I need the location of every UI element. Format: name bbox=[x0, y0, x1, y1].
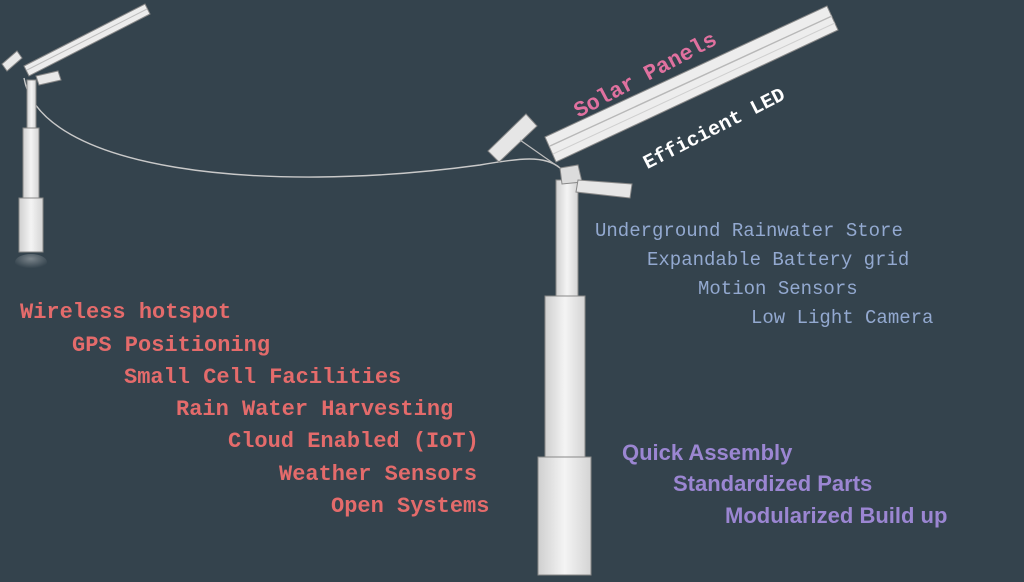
distant-pole bbox=[1, 3, 151, 270]
feature-rain-water-harvesting: Rain Water Harvesting bbox=[176, 397, 454, 422]
solar-panel bbox=[544, 5, 839, 163]
feature-quick-assembly: Quick Assembly bbox=[622, 440, 793, 465]
feature-weather-sensors: Weather Sensors bbox=[279, 462, 478, 487]
feature-open-systems: Open Systems bbox=[331, 494, 490, 519]
feature-small-cell: Small Cell Facilities bbox=[124, 365, 402, 390]
feature-motion-sensors: Motion Sensors bbox=[698, 278, 858, 300]
feature-cloud-enabled: Cloud Enabled (IoT) bbox=[228, 429, 479, 454]
feature-modularized-build: Modularized Build up bbox=[725, 503, 948, 528]
feature-low-light-camera: Low Light Camera bbox=[751, 307, 934, 329]
feature-wireless-hotspot: Wireless hotspot bbox=[20, 300, 232, 325]
feature-standardized-parts: Standardized Parts bbox=[673, 471, 873, 496]
feature-underground-rainwater: Underground Rainwater Store bbox=[595, 220, 903, 242]
feature-gps-positioning: GPS Positioning bbox=[72, 333, 271, 358]
lamp-heads bbox=[487, 113, 633, 199]
main-pole bbox=[537, 164, 592, 576]
feature-battery-grid: Expandable Battery grid bbox=[647, 249, 910, 271]
connection-wire bbox=[23, 77, 561, 178]
